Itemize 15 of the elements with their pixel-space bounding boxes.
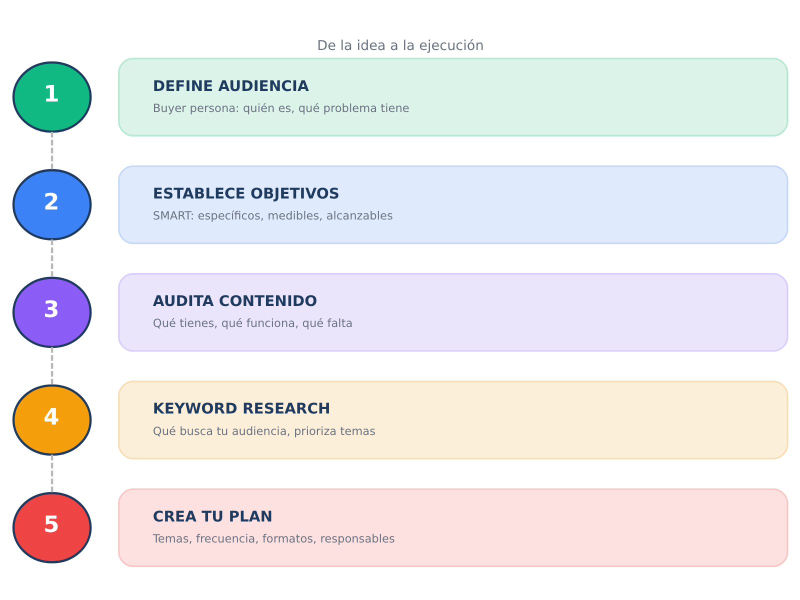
connector	[50, 131, 53, 170]
node-box: KEYWORD RESEARCH Qué busca tu audiencia, prioriza temas	[118, 380, 788, 459]
node-ellipse: 5	[12, 492, 92, 563]
connector	[50, 239, 53, 278]
node-ellipse: 2	[12, 168, 92, 240]
node-box: ESTABLECE OBJETIVOS SMART: específicos, medibles, alcanzables	[118, 164, 788, 244]
diagram-title: De la idea a la ejecución	[316, 38, 484, 54]
connector	[50, 454, 53, 492]
node-ellipse: 1	[12, 60, 92, 132]
node-ellipse: 4	[12, 384, 92, 456]
node-box: DEFINE AUDIENCIA Buyer persona: quién es, qué problema tiene	[118, 57, 788, 136]
node-box: CREA TU PLAN Temas, frecuencia, formatos, responsables	[118, 488, 788, 567]
connector	[50, 346, 53, 385]
node-ellipse: 3	[12, 276, 92, 348]
node-box: AUDITA CONTENIDO Qué tienes, qué funciona, qué falta	[118, 272, 788, 352]
